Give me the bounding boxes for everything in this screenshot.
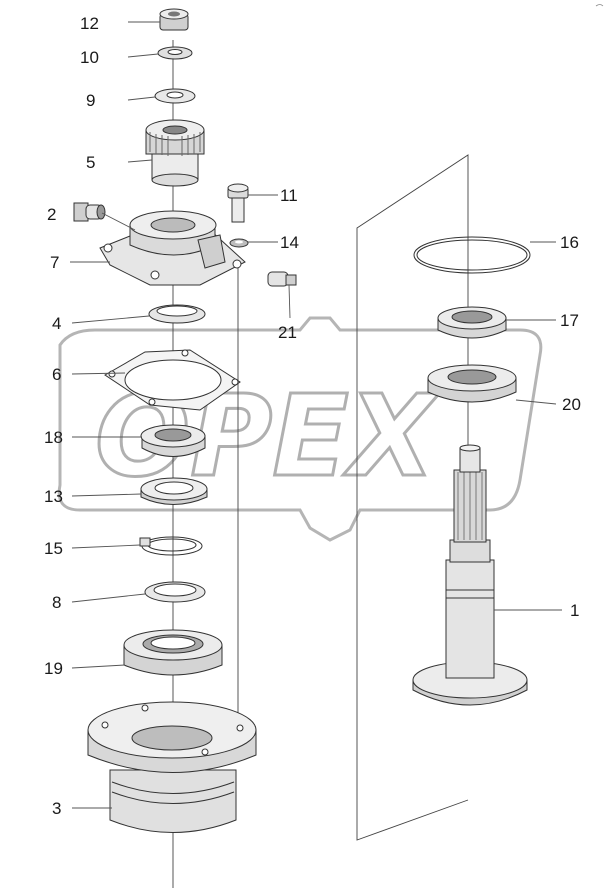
part-7-housing-cover [99, 210, 246, 286]
callout-1: 1 [570, 601, 579, 620]
part-21-fitting [267, 271, 297, 287]
callout-20: 20 [562, 395, 581, 414]
part-12-nut [159, 8, 189, 31]
callout-21: 21 [278, 323, 297, 342]
callout-15: 15 [44, 539, 63, 558]
part-8-ring [144, 581, 206, 603]
part-11-bolt [227, 183, 249, 223]
part-15-lock-washer [139, 536, 203, 556]
callout-7: 7 [50, 253, 59, 272]
part-17-seal [437, 306, 507, 339]
part-10-washer [157, 46, 193, 60]
callout-3: 3 [52, 799, 61, 818]
callout-14: 14 [280, 233, 299, 252]
part-13-nut-ring [140, 477, 208, 505]
part-6-gasket [104, 349, 241, 411]
part-14-washer [229, 238, 249, 248]
callout-9: 9 [86, 91, 95, 110]
callout-8: 8 [52, 593, 61, 612]
leader-lines [70, 21, 562, 809]
part-9-washer [154, 88, 196, 104]
part-18-seal [140, 424, 206, 457]
callout-16: 16 [560, 233, 579, 252]
part-1-shaft [412, 444, 528, 706]
callout-13: 13 [44, 487, 63, 506]
callout-18: 18 [44, 428, 63, 447]
callout-10: 10 [80, 48, 99, 67]
callout-2: 2 [47, 205, 56, 224]
callout-6: 6 [52, 365, 61, 384]
corner-mark [595, 4, 604, 7]
part-2-fitting [73, 202, 106, 222]
callout-19: 19 [44, 659, 63, 678]
part-19-bearing [123, 629, 223, 676]
callout-4: 4 [52, 314, 61, 333]
callout-12: 12 [80, 14, 99, 33]
callout-11: 11 [280, 186, 298, 205]
right-frame-line [356, 154, 469, 841]
callout-5: 5 [86, 153, 95, 172]
callout-17: 17 [560, 311, 579, 330]
part-5-gear [145, 119, 205, 187]
part-16-o-ring [413, 236, 531, 274]
part-4-ring [148, 304, 206, 324]
part-20-bearing [427, 364, 517, 403]
callout-labels: 12 10 9 5 2 7 11 14 21 4 6 18 13 15 8 19… [44, 14, 581, 818]
part-3-housing [87, 701, 257, 833]
